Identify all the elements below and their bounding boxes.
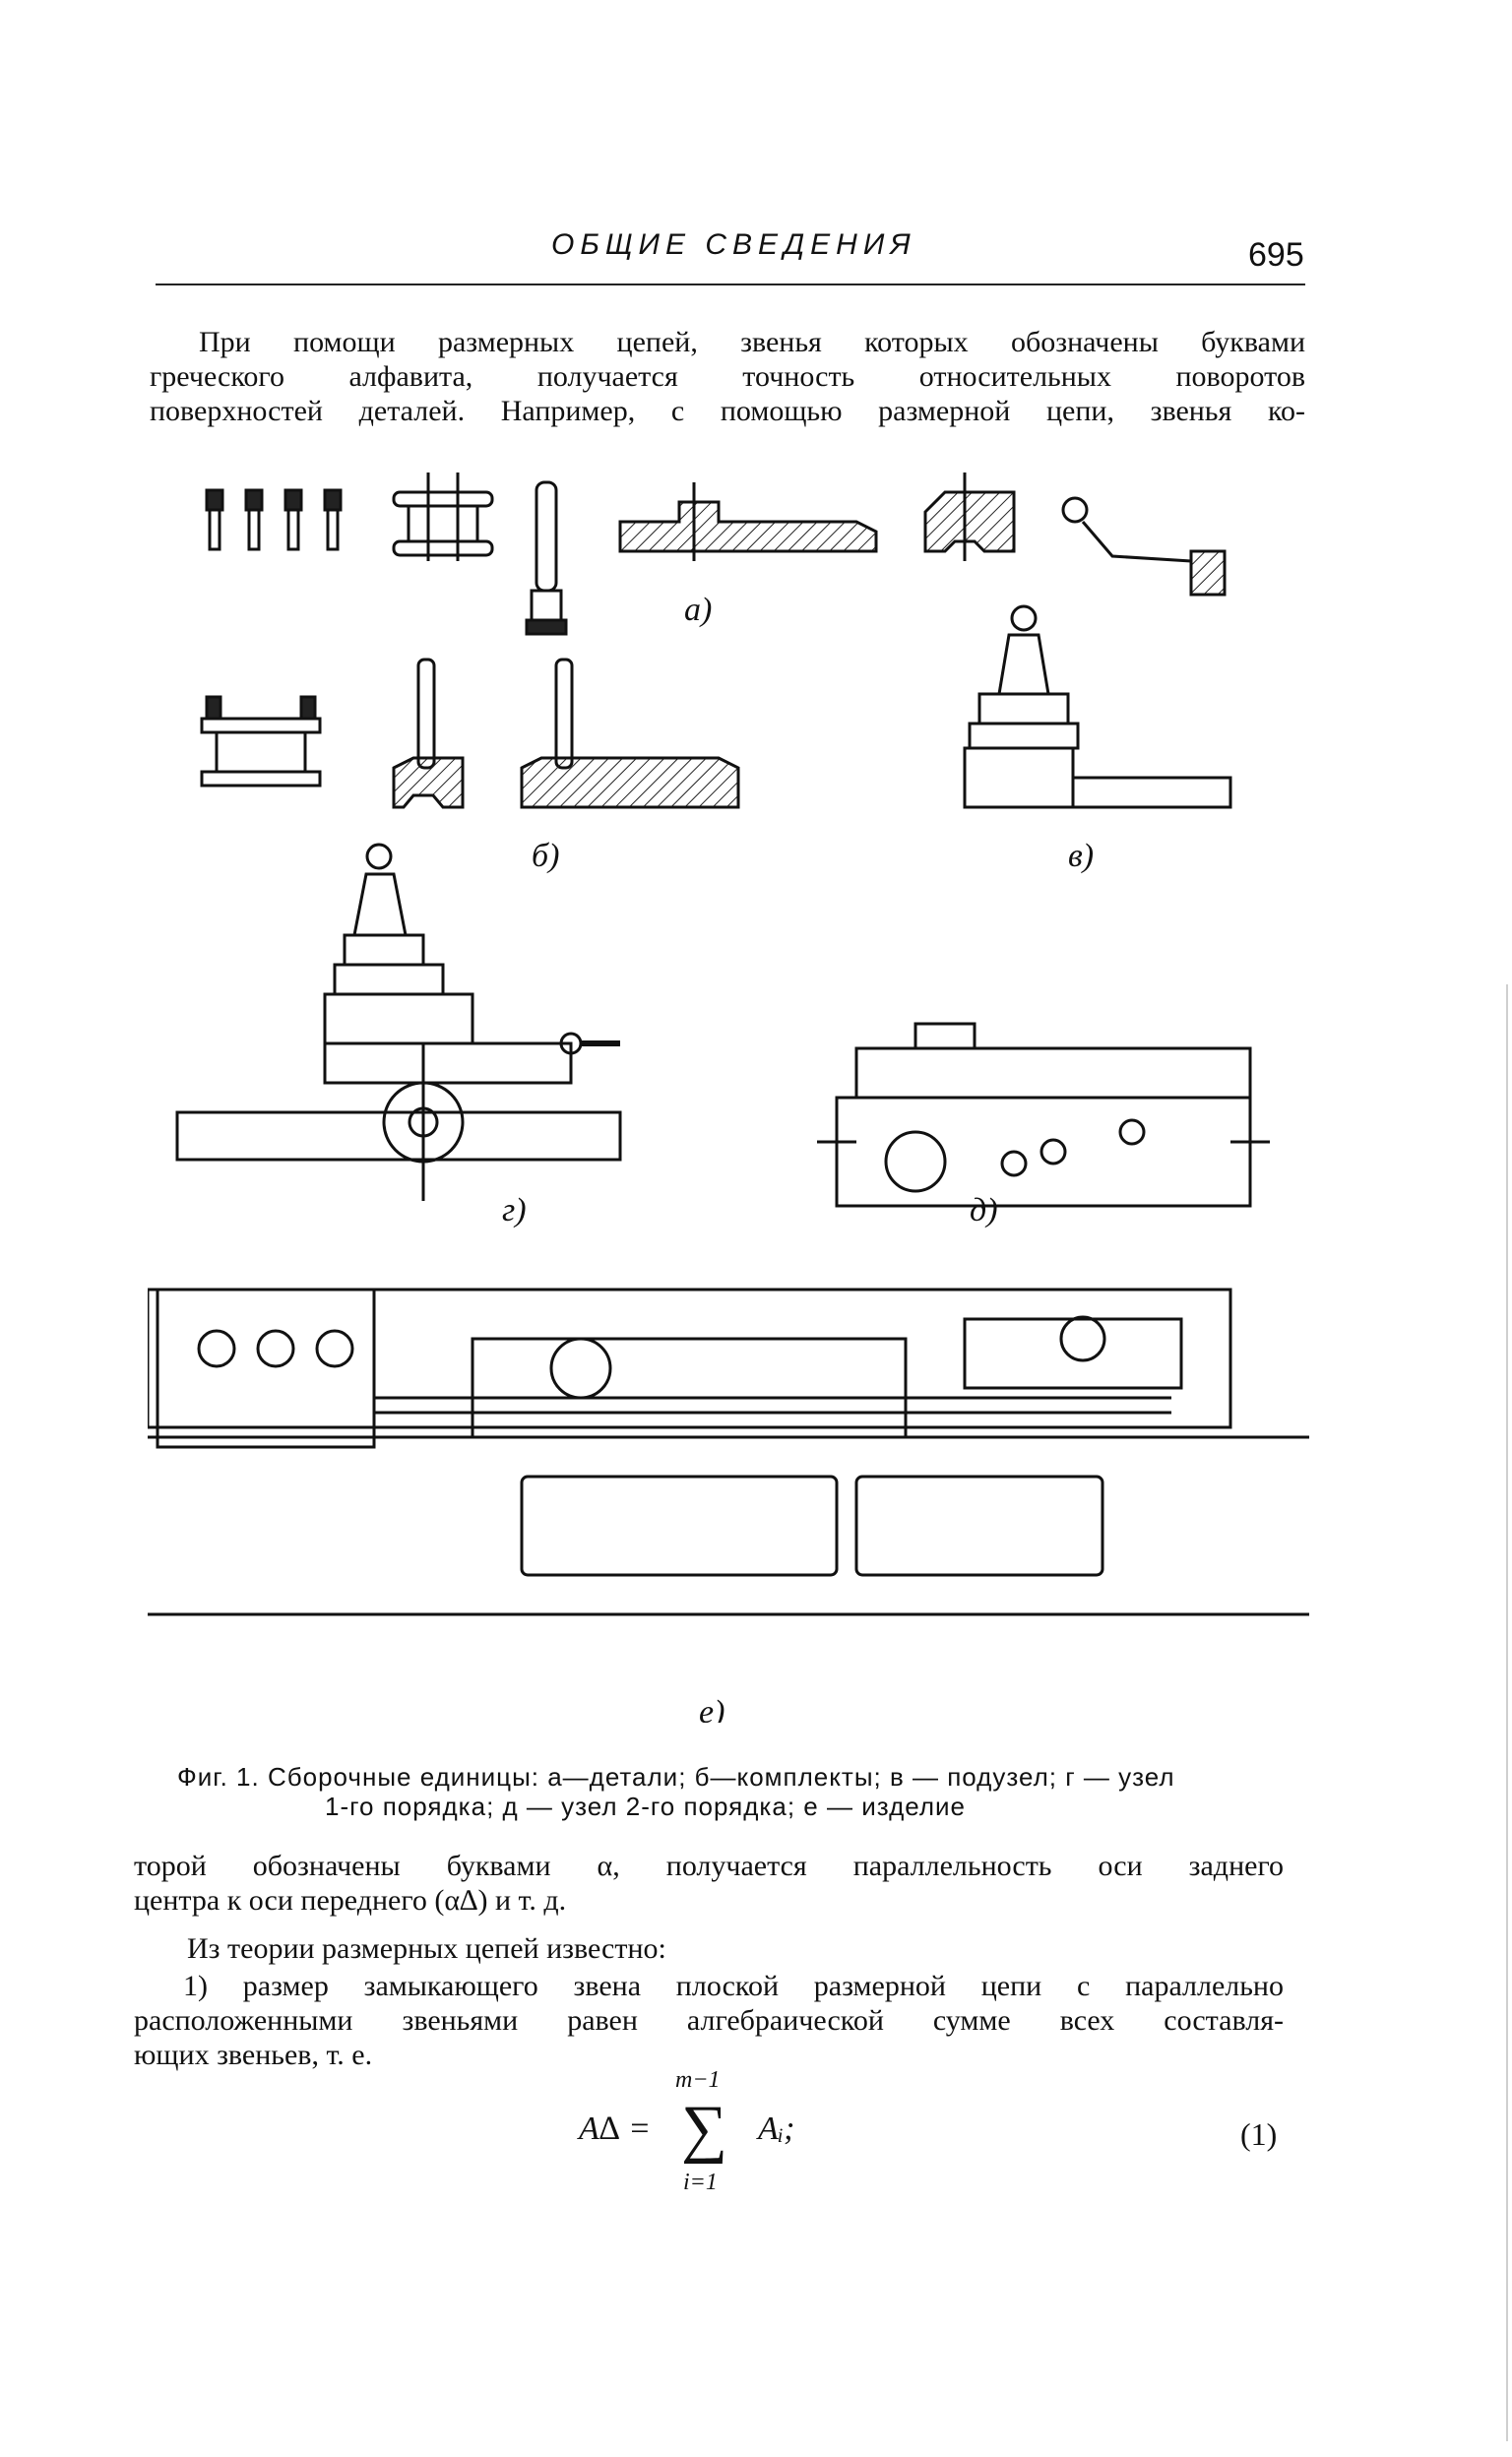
rule-line: ющих звеньев, т. е. (134, 2039, 373, 2071)
figure-drawing: а) б) в) г) д) е) (136, 472, 1321, 1731)
figure-caption: Фиг. 1. Сборочные единицы: а—детали; б—к… (177, 1762, 1290, 1821)
label-e: е) (699, 1694, 724, 1723)
formula-lower-limit: i=1 (683, 2170, 718, 2195)
theory-line: Из теории размерных цепей известно: (187, 1932, 666, 1965)
label-b: б) (532, 838, 559, 874)
carriage-unit (175, 843, 622, 1201)
scan-edge-line (1506, 984, 1508, 2441)
carriage-base-part (618, 482, 878, 561)
theory-intro: Из теории размерных цепей известно: (187, 1931, 1270, 1966)
continuation-paragraph: торой обозначены буквами α, получается п… (134, 1849, 1284, 1918)
running-title: ОБЩИЕ СВЕДЕНИЯ (551, 228, 916, 261)
label-v: в) (1068, 838, 1094, 874)
label-g: г) (502, 1192, 527, 1228)
continuation-line: торой обозначены буквами α, получается п… (134, 1850, 1284, 1882)
spindle-part (525, 480, 568, 636)
lathe-product (136, 1288, 1321, 1616)
formula-rhs: Aᵢ; (758, 2110, 795, 2147)
rule-line: расположенными звеньями равен алгебраиче… (134, 2004, 1284, 2037)
formula-upper-limit: m−1 (675, 2067, 721, 2093)
label-d: д) (970, 1192, 998, 1228)
intro-line: греческого алфавита, получается точность… (150, 360, 1305, 393)
slide-block-part (923, 472, 1016, 561)
rule-line: 1) размер замыкающего звена плоской разм… (183, 1970, 1284, 2002)
caption-line: 1-го порядка; д — узел 2-го порядка; е —… (325, 1792, 966, 1821)
sum-formula: m−1 A∆ = ∑ Aᵢ; i=1 (571, 2067, 866, 2205)
stud-on-block-set (392, 658, 465, 809)
spool-part (392, 472, 494, 561)
intro-line: поверхностей деталей. Например, с помощь… (150, 395, 1305, 427)
header-rule (156, 284, 1305, 285)
rule-paragraph: 1) размер замыкающего звена плоской разм… (134, 1969, 1284, 2072)
intro-paragraph: При помощи размерных цепей, звенья котор… (150, 325, 1305, 428)
apron-unit (817, 1022, 1270, 1208)
continuation-line: центра к оси переднего (α∆) и т. д. (134, 1884, 567, 1917)
equation-number: (1) (1240, 2116, 1278, 2152)
stud-on-base-set (520, 658, 740, 809)
sigma-symbol: ∑ (681, 2093, 728, 2165)
formula-lhs: A∆ = (579, 2110, 652, 2147)
caption-line: Фиг. 1. Сборочные единицы: а—детали; б—к… (177, 1762, 1175, 1792)
page-number: 695 (1248, 236, 1304, 274)
assembly-figure: а) б) в) г) д) е) (136, 453, 1321, 1731)
handle-part (1061, 496, 1227, 597)
toolholder-subassembly (963, 604, 1232, 809)
label-a: а) (684, 592, 712, 628)
clamp-set (200, 695, 322, 788)
intro-line: При помощи размерных цепей, звенья котор… (199, 326, 1305, 358)
bolt-group (205, 488, 343, 551)
